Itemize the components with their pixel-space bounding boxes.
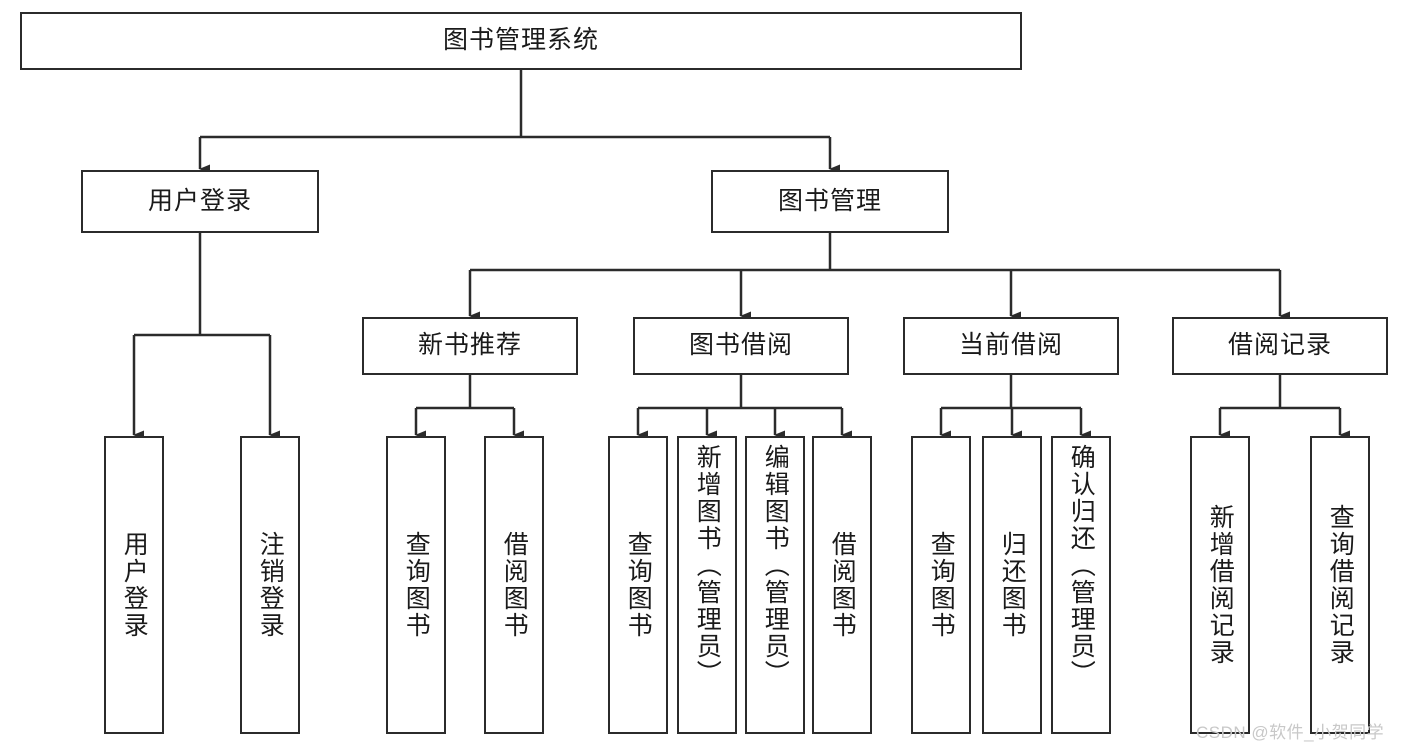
node-label: 查询图书 [927,531,956,639]
edge-group [132,70,1350,440]
node-label: 新增图书（管理员） [693,444,722,687]
node-leaf_8[interactable]: 查询图书 [911,436,971,734]
node-leaf_10[interactable]: 确认归还（管理员） [1051,436,1111,734]
node-label: 新增借阅记录 [1206,504,1235,666]
node-label: 编辑图书（管理员） [761,444,790,687]
node-leaf_4[interactable]: 查询图书 [608,436,668,734]
node-leaf_5[interactable]: 新增图书（管理员） [677,436,737,734]
node-t3_0[interactable]: 新书推荐 [362,317,578,375]
node-t3_3[interactable]: 借阅记录 [1172,317,1388,375]
node-leaf_7[interactable]: 借阅图书 [812,436,872,734]
node-label: 查询图书 [402,531,431,639]
node-root[interactable]: 图书管理系统 [20,12,1022,70]
node-label: 注销登录 [256,531,285,639]
node-label: 查询图书 [624,531,653,639]
node-leaf_9[interactable]: 归还图书 [982,436,1042,734]
node-label: 确认归还（管理员） [1067,444,1096,687]
node-leaf_11[interactable]: 新增借阅记录 [1190,436,1250,734]
node-t3_1[interactable]: 图书借阅 [633,317,849,375]
watermark-text: CSDN @软件_小贺同学 [1196,723,1385,742]
node-label: 查询借阅记录 [1326,504,1355,666]
node-leaf_12[interactable]: 查询借阅记录 [1310,436,1370,734]
node-leaf_1[interactable]: 注销登录 [240,436,300,734]
node-label: 归还图书 [998,531,1027,639]
node-leaf_3[interactable]: 借阅图书 [484,436,544,734]
node-leaf_6[interactable]: 编辑图书（管理员） [745,436,805,734]
node-label: 借阅图书 [500,531,529,639]
node-t2_1[interactable]: 图书管理 [711,170,949,233]
node-t3_2[interactable]: 当前借阅 [903,317,1119,375]
node-leaf_0[interactable]: 用户登录 [104,436,164,734]
node-label: 用户登录 [120,531,149,639]
node-leaf_2[interactable]: 查询图书 [386,436,446,734]
node-label: 借阅图书 [828,531,857,639]
node-t2_0[interactable]: 用户登录 [81,170,319,233]
